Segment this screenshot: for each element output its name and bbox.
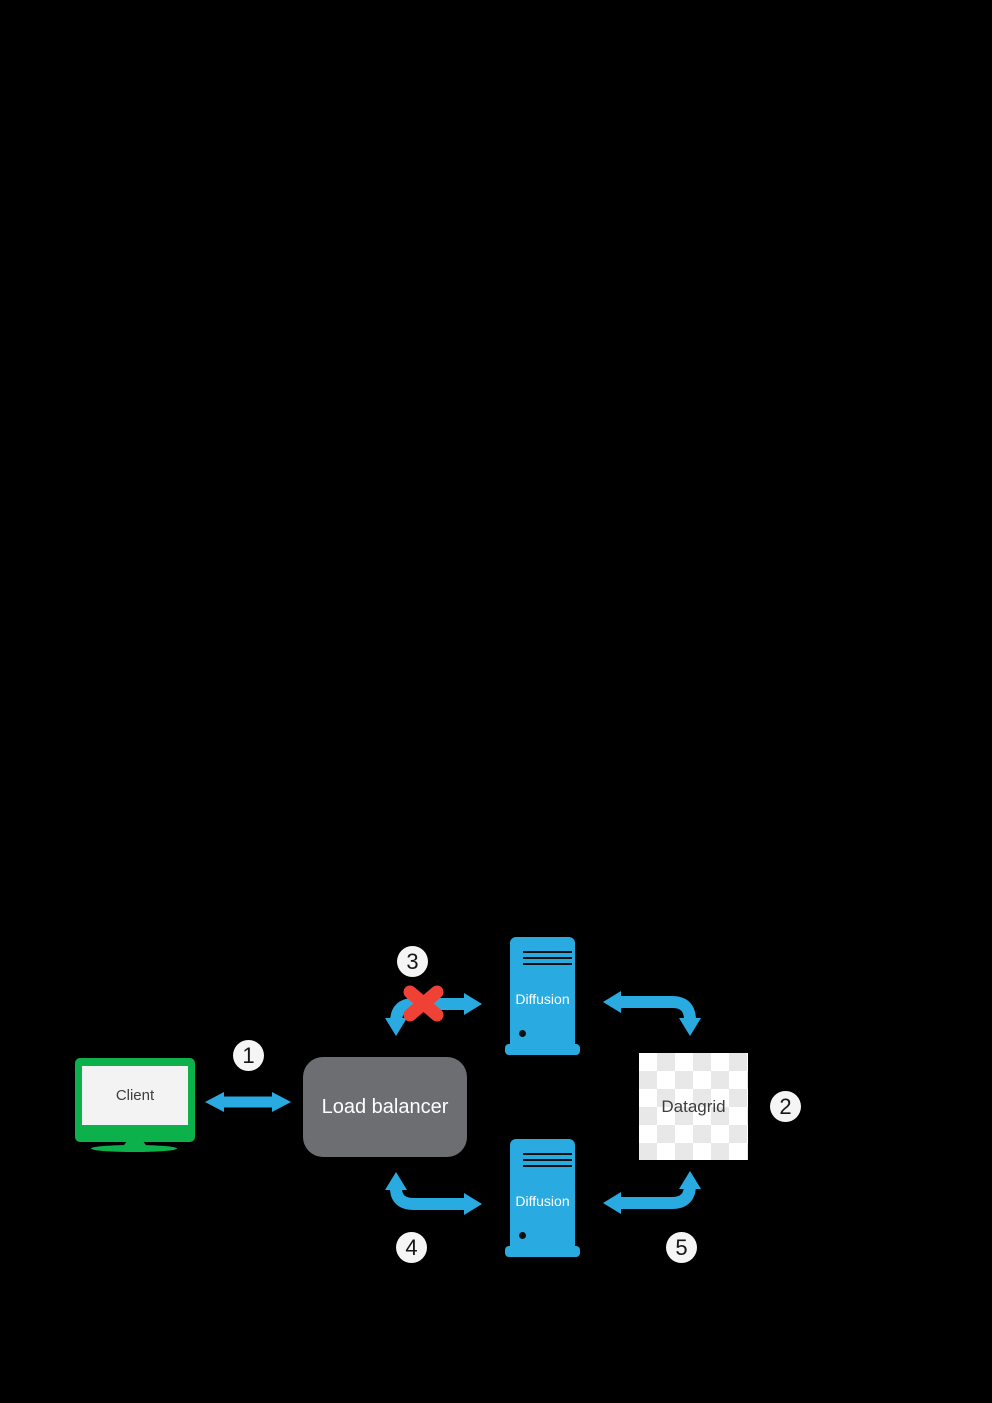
server-vents — [523, 1153, 572, 1171]
arrow-client-loadbalancer — [205, 1092, 291, 1112]
arrowhead-down — [679, 1018, 701, 1036]
arrowhead-up — [679, 1171, 701, 1189]
server-power-button-icon — [519, 1030, 526, 1037]
datagrid-node: Datagrid — [639, 1053, 748, 1160]
step-number: 3 — [406, 948, 419, 974]
step-marker-5: 5 — [666, 1232, 697, 1263]
arrowhead-down — [385, 1018, 407, 1036]
arrow-diffusion-bottom-datagrid — [603, 1171, 701, 1214]
step-number: 4 — [405, 1234, 418, 1260]
client-monitor-screen: Client — [82, 1066, 188, 1125]
arrowhead-left — [205, 1092, 224, 1112]
load-balancer-node: Load balancer — [303, 1057, 467, 1157]
server-base — [505, 1044, 580, 1055]
arrow-shaft — [615, 996, 696, 1021]
server-tower-icon — [510, 937, 575, 1045]
arrowhead-right — [272, 1092, 291, 1112]
client-monitor-base — [91, 1145, 177, 1152]
step-number: 5 — [675, 1234, 688, 1260]
diffusion-bottom-label: Diffusion — [515, 1193, 570, 1209]
step-marker-3: 3 — [397, 946, 428, 977]
step-marker-4: 4 — [396, 1232, 427, 1263]
arrow-diffusion-top-datagrid — [603, 991, 701, 1036]
arrow-shaft — [390, 1187, 470, 1210]
server-vents — [523, 951, 572, 969]
datagrid-label: Datagrid — [661, 1096, 726, 1116]
step-number: 2 — [779, 1093, 792, 1119]
server-tower-icon — [510, 1139, 575, 1247]
step-marker-1: 1 — [233, 1040, 264, 1071]
server-power-button-icon — [519, 1232, 526, 1239]
arrowhead-left — [603, 1192, 621, 1214]
arrow-shaft — [615, 1184, 696, 1209]
client-label: Client — [115, 1087, 155, 1104]
arrowhead-left — [603, 991, 621, 1013]
arrowhead-right — [464, 993, 482, 1015]
server-base — [505, 1246, 580, 1257]
arrowhead-up — [385, 1172, 407, 1190]
arrow-loadbalancer-diffusion-bottom — [385, 1172, 482, 1215]
arrowhead-right — [464, 1193, 482, 1215]
failed-connection-x-icon — [403, 985, 444, 1022]
x-strokes — [403, 985, 444, 1022]
diffusion-server-top: Diffusion — [505, 937, 580, 1056]
step-number: 1 — [242, 1042, 255, 1068]
load-balancer-label: Load balancer — [321, 1095, 449, 1118]
step-marker-2: 2 — [770, 1091, 801, 1122]
diffusion-top-label: Diffusion — [515, 991, 570, 1007]
diffusion-server-bottom: Diffusion — [505, 1139, 580, 1258]
